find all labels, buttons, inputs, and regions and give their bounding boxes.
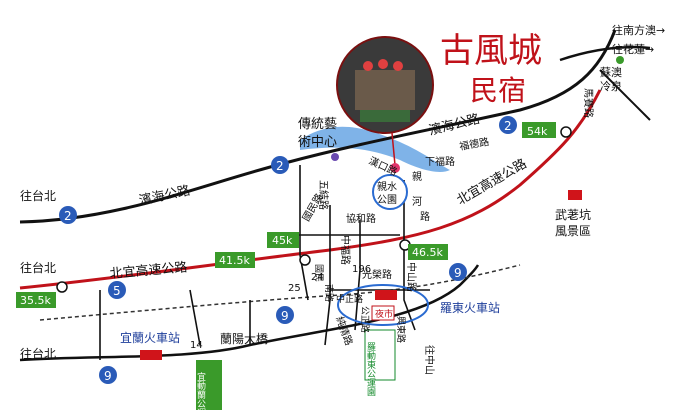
- coastal-label-1: 濱海公路: [138, 182, 192, 208]
- station-area-ring: [337, 284, 429, 326]
- km-tag-45: 45k: [267, 232, 299, 248]
- route-5-shield: 5: [108, 281, 126, 299]
- interchange-355: [56, 281, 68, 293]
- road-nanlu: 南路: [323, 284, 335, 302]
- svg-text:公園: 公園: [377, 194, 397, 206]
- road-mazhang: 馬賽路: [582, 88, 595, 118]
- svg-text:2: 2: [504, 119, 512, 133]
- route-2-shield-b: 2: [271, 156, 289, 174]
- to-taipei-1: 往台北: [20, 188, 56, 203]
- road-guomin2: 國民: [313, 264, 324, 282]
- to-hualien: 往花蓮→: [612, 42, 654, 56]
- luodong-park-tag: 羅動東公運園: [364, 329, 396, 397]
- svg-text:2: 2: [64, 209, 72, 223]
- road-zhongfu: 中福路: [339, 235, 352, 265]
- luodong-station-marker: [375, 290, 397, 300]
- wulaokeng-marker: [568, 190, 582, 200]
- road-xiehe: 協和路: [346, 212, 376, 225]
- route-9-shield-b: 9: [276, 306, 294, 324]
- arts-center-2: 術中心: [298, 135, 337, 150]
- interchange-415: [299, 254, 311, 266]
- svg-text:夜市: 夜市: [375, 308, 393, 320]
- interchange-54: [560, 126, 572, 138]
- qinshui-park: 親水 公園: [372, 174, 408, 210]
- svg-text:親水: 親水: [377, 180, 397, 193]
- road-qin: 親: [412, 170, 422, 183]
- svg-text:46.5k: 46.5k: [412, 246, 443, 259]
- arts-center-marker: [331, 153, 339, 161]
- route-14: 14: [190, 340, 203, 351]
- road-xingdong: 興東路: [395, 316, 407, 343]
- wulaokeng-1: 武荖坑: [555, 207, 591, 222]
- coastal-label-2: 濱海公路: [427, 111, 481, 139]
- arts-center-1: 傳統藝: [298, 117, 337, 132]
- to-nanfangao: 往南方澳→: [612, 23, 665, 37]
- route-24: 24: [311, 272, 324, 283]
- svg-text:9: 9: [104, 369, 112, 383]
- km-tag-355: 35.5k: [16, 292, 56, 308]
- yilan-park-tag: 宜動蘭公運園: [195, 360, 222, 417]
- route-25: 25: [288, 283, 301, 294]
- to-zhongshan: 往中山: [423, 345, 436, 375]
- freeway: [19, 89, 602, 290]
- route-9-shield-c: 9: [449, 263, 467, 281]
- to-taipei-2: 往台北: [20, 260, 56, 275]
- suao-spring-1: 蘇澳: [600, 66, 622, 79]
- suao-spring-2: 冷泉: [600, 79, 622, 93]
- km-tag-415: 41.5k: [215, 252, 255, 268]
- route-9-shield-a: 9: [99, 366, 117, 384]
- road-zhongshan: 中山路: [405, 262, 418, 292]
- luodong-station: 羅東火車站: [440, 301, 500, 315]
- guesthouse-location-marker: [390, 163, 400, 173]
- svg-text:45k: 45k: [272, 234, 293, 247]
- road-zhengzheng: 中正路: [336, 293, 363, 305]
- coastal-highway: [19, 29, 617, 224]
- river: [300, 126, 450, 172]
- svg-text:2: 2: [276, 159, 284, 173]
- route-2-shield-c: 2: [499, 116, 517, 134]
- route-196: 196: [352, 264, 371, 275]
- svg-text:宜動蘭公運園: 宜動蘭公運園: [195, 371, 206, 417]
- road-gongzheng: 公正路: [359, 306, 371, 333]
- road-wujie: 五結路: [317, 180, 330, 210]
- yilan-station-marker: [140, 350, 162, 360]
- yilan-station: 宜蘭火車站: [120, 330, 180, 345]
- suao-spring-marker: [616, 56, 624, 64]
- km-tag-54: 54k: [522, 122, 556, 138]
- svg-text:羅動東公運園: 羅動東公運園: [365, 342, 376, 397]
- road-xiafu: 下福路: [425, 155, 455, 168]
- svg-text:9: 9: [454, 266, 462, 280]
- freeway-label-1: 北宜高速公路: [109, 259, 188, 282]
- route-9: [19, 264, 480, 362]
- km-tag-465: 46.5k: [408, 244, 448, 260]
- freeway-label-2: 北宜高速公路: [454, 156, 530, 209]
- road-suao: [599, 69, 651, 121]
- road-lu: 路: [420, 210, 430, 223]
- road-he: 河: [412, 196, 422, 208]
- lanyang-bridge: 蘭陽大橋: [220, 332, 268, 346]
- brand-title: 古風城: [440, 31, 542, 71]
- svg-text:35.5k: 35.5k: [20, 294, 51, 307]
- road-to-hualien: [559, 45, 651, 62]
- night-market-tag: 夜市: [371, 305, 395, 321]
- route-2-shield-a: 2: [59, 206, 77, 224]
- wulaokeng-2: 風景區: [555, 224, 591, 238]
- to-taipei-3: 往台北: [20, 346, 56, 361]
- svg-text:41.5k: 41.5k: [219, 254, 250, 267]
- svg-text:54k: 54k: [527, 125, 548, 138]
- svg-text:9: 9: [281, 309, 289, 323]
- road-guangrong: 光榮路: [362, 268, 392, 281]
- road-fude: 福德路: [458, 135, 490, 153]
- svg-text:5: 5: [113, 284, 121, 298]
- brand-subtitle: 民宿: [470, 74, 526, 107]
- guesthouse-photo: [336, 36, 434, 166]
